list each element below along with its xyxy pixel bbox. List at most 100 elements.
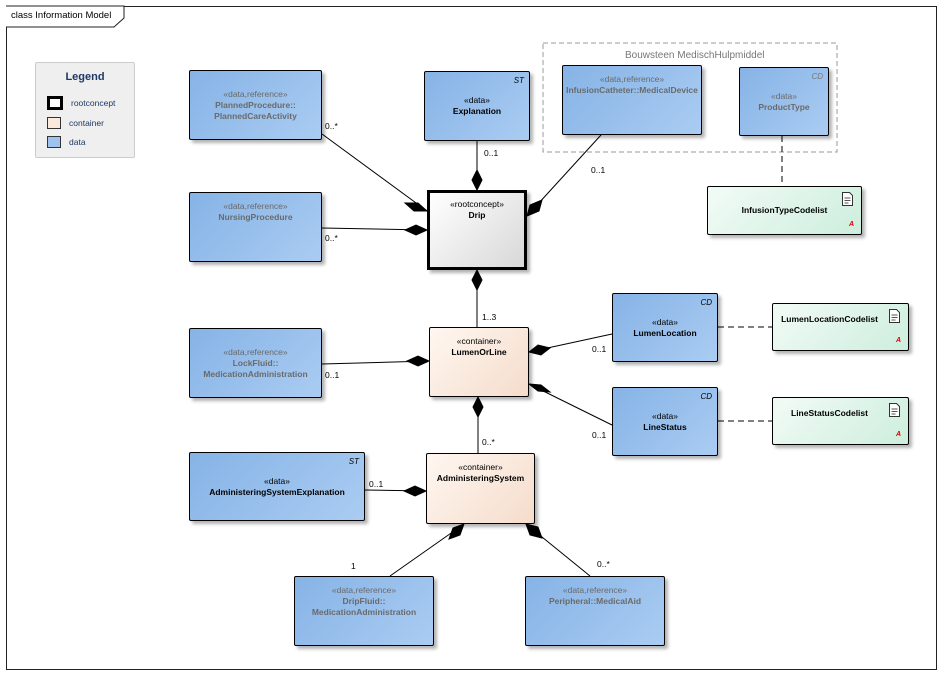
codelist-name: LineStatusCodelist (791, 408, 868, 418)
node-line-status[interactable]: CD «data» LineStatus (612, 387, 718, 456)
class-name: NursingProcedure (218, 212, 293, 222)
class-name: AdministeringSystemExplanation (209, 486, 345, 497)
codelist-name: LumenLocationCodelist (781, 314, 878, 324)
stereotype: «data» (652, 410, 678, 421)
type-tag: ST (348, 457, 359, 466)
stereotype: «data,reference» (331, 585, 397, 595)
class-name: PlannedProcedure:: (215, 99, 296, 110)
diamond-admin-peripheral (525, 523, 543, 539)
node-peripheral[interactable]: «data,reference» Peripheral::MedicalAid (525, 576, 665, 646)
class-name: Peripheral::MedicalAid (548, 596, 642, 606)
stereotype: «data,reference» (223, 201, 288, 211)
node-nursing-procedure[interactable]: «data,reference» NursingProcedure (189, 192, 322, 262)
abstract-icon: A (848, 221, 854, 228)
multiplicity-line-status: 0..1 (592, 430, 607, 440)
diamond-lumen-location (527, 344, 552, 356)
package-title: Bouwsteen MedischHulpmiddel (625, 50, 765, 61)
node-drip-fluid[interactable]: «data,reference» DripFluid:: MedicationA… (294, 576, 434, 646)
abstract-icon: A (895, 431, 901, 438)
diamond-lumen-lockfluid (405, 355, 431, 367)
multiplicity-peripheral: 0..* (597, 559, 610, 569)
multiplicity-administering-system-explanation: 0..1 (369, 479, 384, 489)
stereotype: «container» (456, 336, 502, 346)
diamond-admin-dripfluid (448, 523, 465, 540)
stereotype: «data» (652, 316, 678, 327)
stereotype: «data,reference» (223, 346, 288, 357)
class-name: ProductType (758, 101, 810, 112)
legend-label: rootconcept (71, 98, 116, 108)
class-name: InfusionCatheter::MedicalDevice (566, 85, 698, 95)
class-name: MedicationAdministration (311, 607, 417, 617)
node-lumen-or-line[interactable]: «container» LumenOrLine (429, 327, 529, 397)
document-icon (889, 403, 900, 417)
class-name: LumenOrLine (451, 347, 507, 357)
node-product-type[interactable]: CD «data» ProductType (739, 67, 829, 136)
stereotype: «data» (464, 95, 490, 105)
dependency-lines (718, 136, 783, 422)
diamond-drip-nursing (403, 224, 429, 236)
legend-item-rootconcept: rootconcept (47, 95, 115, 111)
type-tag: ST (513, 76, 524, 85)
title-tab (6, 5, 125, 28)
data-swatch (47, 136, 61, 148)
class-name: Explanation (452, 106, 502, 116)
stereotype: «container» (458, 462, 503, 472)
composition-diamonds (402, 168, 552, 540)
legend-item-data: data (47, 134, 86, 150)
package-boundary (542, 42, 838, 153)
legend-label: data (69, 137, 86, 147)
multiplicity-drip-fluid: 1 (351, 561, 356, 571)
class-name: PlannedCareActivity (214, 110, 297, 121)
multiplicity-administering-system: 0..* (482, 437, 495, 447)
container-swatch (47, 117, 61, 129)
node-lumen-location[interactable]: CD «data» LumenLocation (612, 293, 718, 362)
multiplicity-explanation: 0..1 (484, 148, 499, 158)
stereotype: «data,reference» (562, 585, 628, 595)
diamond-drip-planned (403, 202, 429, 212)
stereotype: «data,reference» (599, 74, 665, 84)
multiplicity-nursing-procedure: 0..* (325, 233, 338, 243)
node-administering-system[interactable]: «container» AdministeringSystem (426, 453, 535, 524)
node-explanation[interactable]: ST «data» Explanation (424, 71, 530, 141)
class-name: Drip (468, 210, 486, 220)
stereotype: «data» (771, 90, 797, 101)
diamond-drip-catheter (526, 199, 543, 217)
diamond-drip-lumen (471, 268, 483, 292)
type-tag: CD (811, 72, 823, 81)
diagram-title: class Information Model (11, 10, 112, 21)
class-name: AdministeringSystem (436, 473, 525, 483)
type-tag: CD (700, 298, 712, 307)
multiplicity-infusion-catheter: 0..1 (591, 165, 606, 175)
class-name: MedicationAdministration (203, 368, 308, 379)
multiplicity-lumen-or-line: 1..3 (482, 312, 497, 322)
node-infusion-type-codelist[interactable]: InfusionTypeCodelist A (707, 186, 862, 235)
class-name: LockFluid:: (232, 357, 279, 368)
node-line-status-codelist[interactable]: LineStatusCodelist A (772, 397, 909, 445)
diamond-drip-explanation (471, 168, 483, 192)
diagram-frame (6, 6, 937, 670)
stereotype: «data,reference» (223, 88, 288, 99)
codelist-name: InfusionTypeCodelist (741, 205, 828, 215)
diamond-admin-explanation (402, 485, 428, 497)
stereotype: «rootconcept» (450, 199, 504, 209)
node-planned-procedure[interactable]: «data,reference» PlannedProcedure:: Plan… (189, 70, 322, 140)
legend: Legend rootconcept container data (35, 62, 135, 158)
legend-title: Legend (65, 71, 105, 83)
multiplicity-planned-procedure: 0..* (325, 121, 338, 131)
type-tag: CD (700, 392, 712, 401)
node-infusion-catheter[interactable]: «data,reference» InfusionCatheter::Medic… (562, 65, 702, 135)
abstract-icon: A (895, 337, 901, 344)
node-lock-fluid[interactable]: «data,reference» LockFluid:: MedicationA… (189, 328, 322, 398)
legend-item-container: container (47, 115, 104, 131)
node-drip[interactable]: «rootconcept» Drip (427, 190, 527, 270)
document-icon (842, 192, 853, 206)
stereotype: «data» (264, 475, 290, 486)
class-name: LineStatus (643, 421, 687, 432)
multiplicity-lumen-location: 0..1 (592, 344, 607, 354)
node-administering-system-explanation[interactable]: ST «data» AdministeringSystemExplanation (189, 452, 365, 521)
document-icon (889, 309, 900, 323)
multiplicity-lock-fluid: 0..1 (325, 370, 340, 380)
node-lumen-location-codelist[interactable]: LumenLocationCodelist A (772, 303, 909, 351)
line-planned-procedure (321, 133, 428, 212)
